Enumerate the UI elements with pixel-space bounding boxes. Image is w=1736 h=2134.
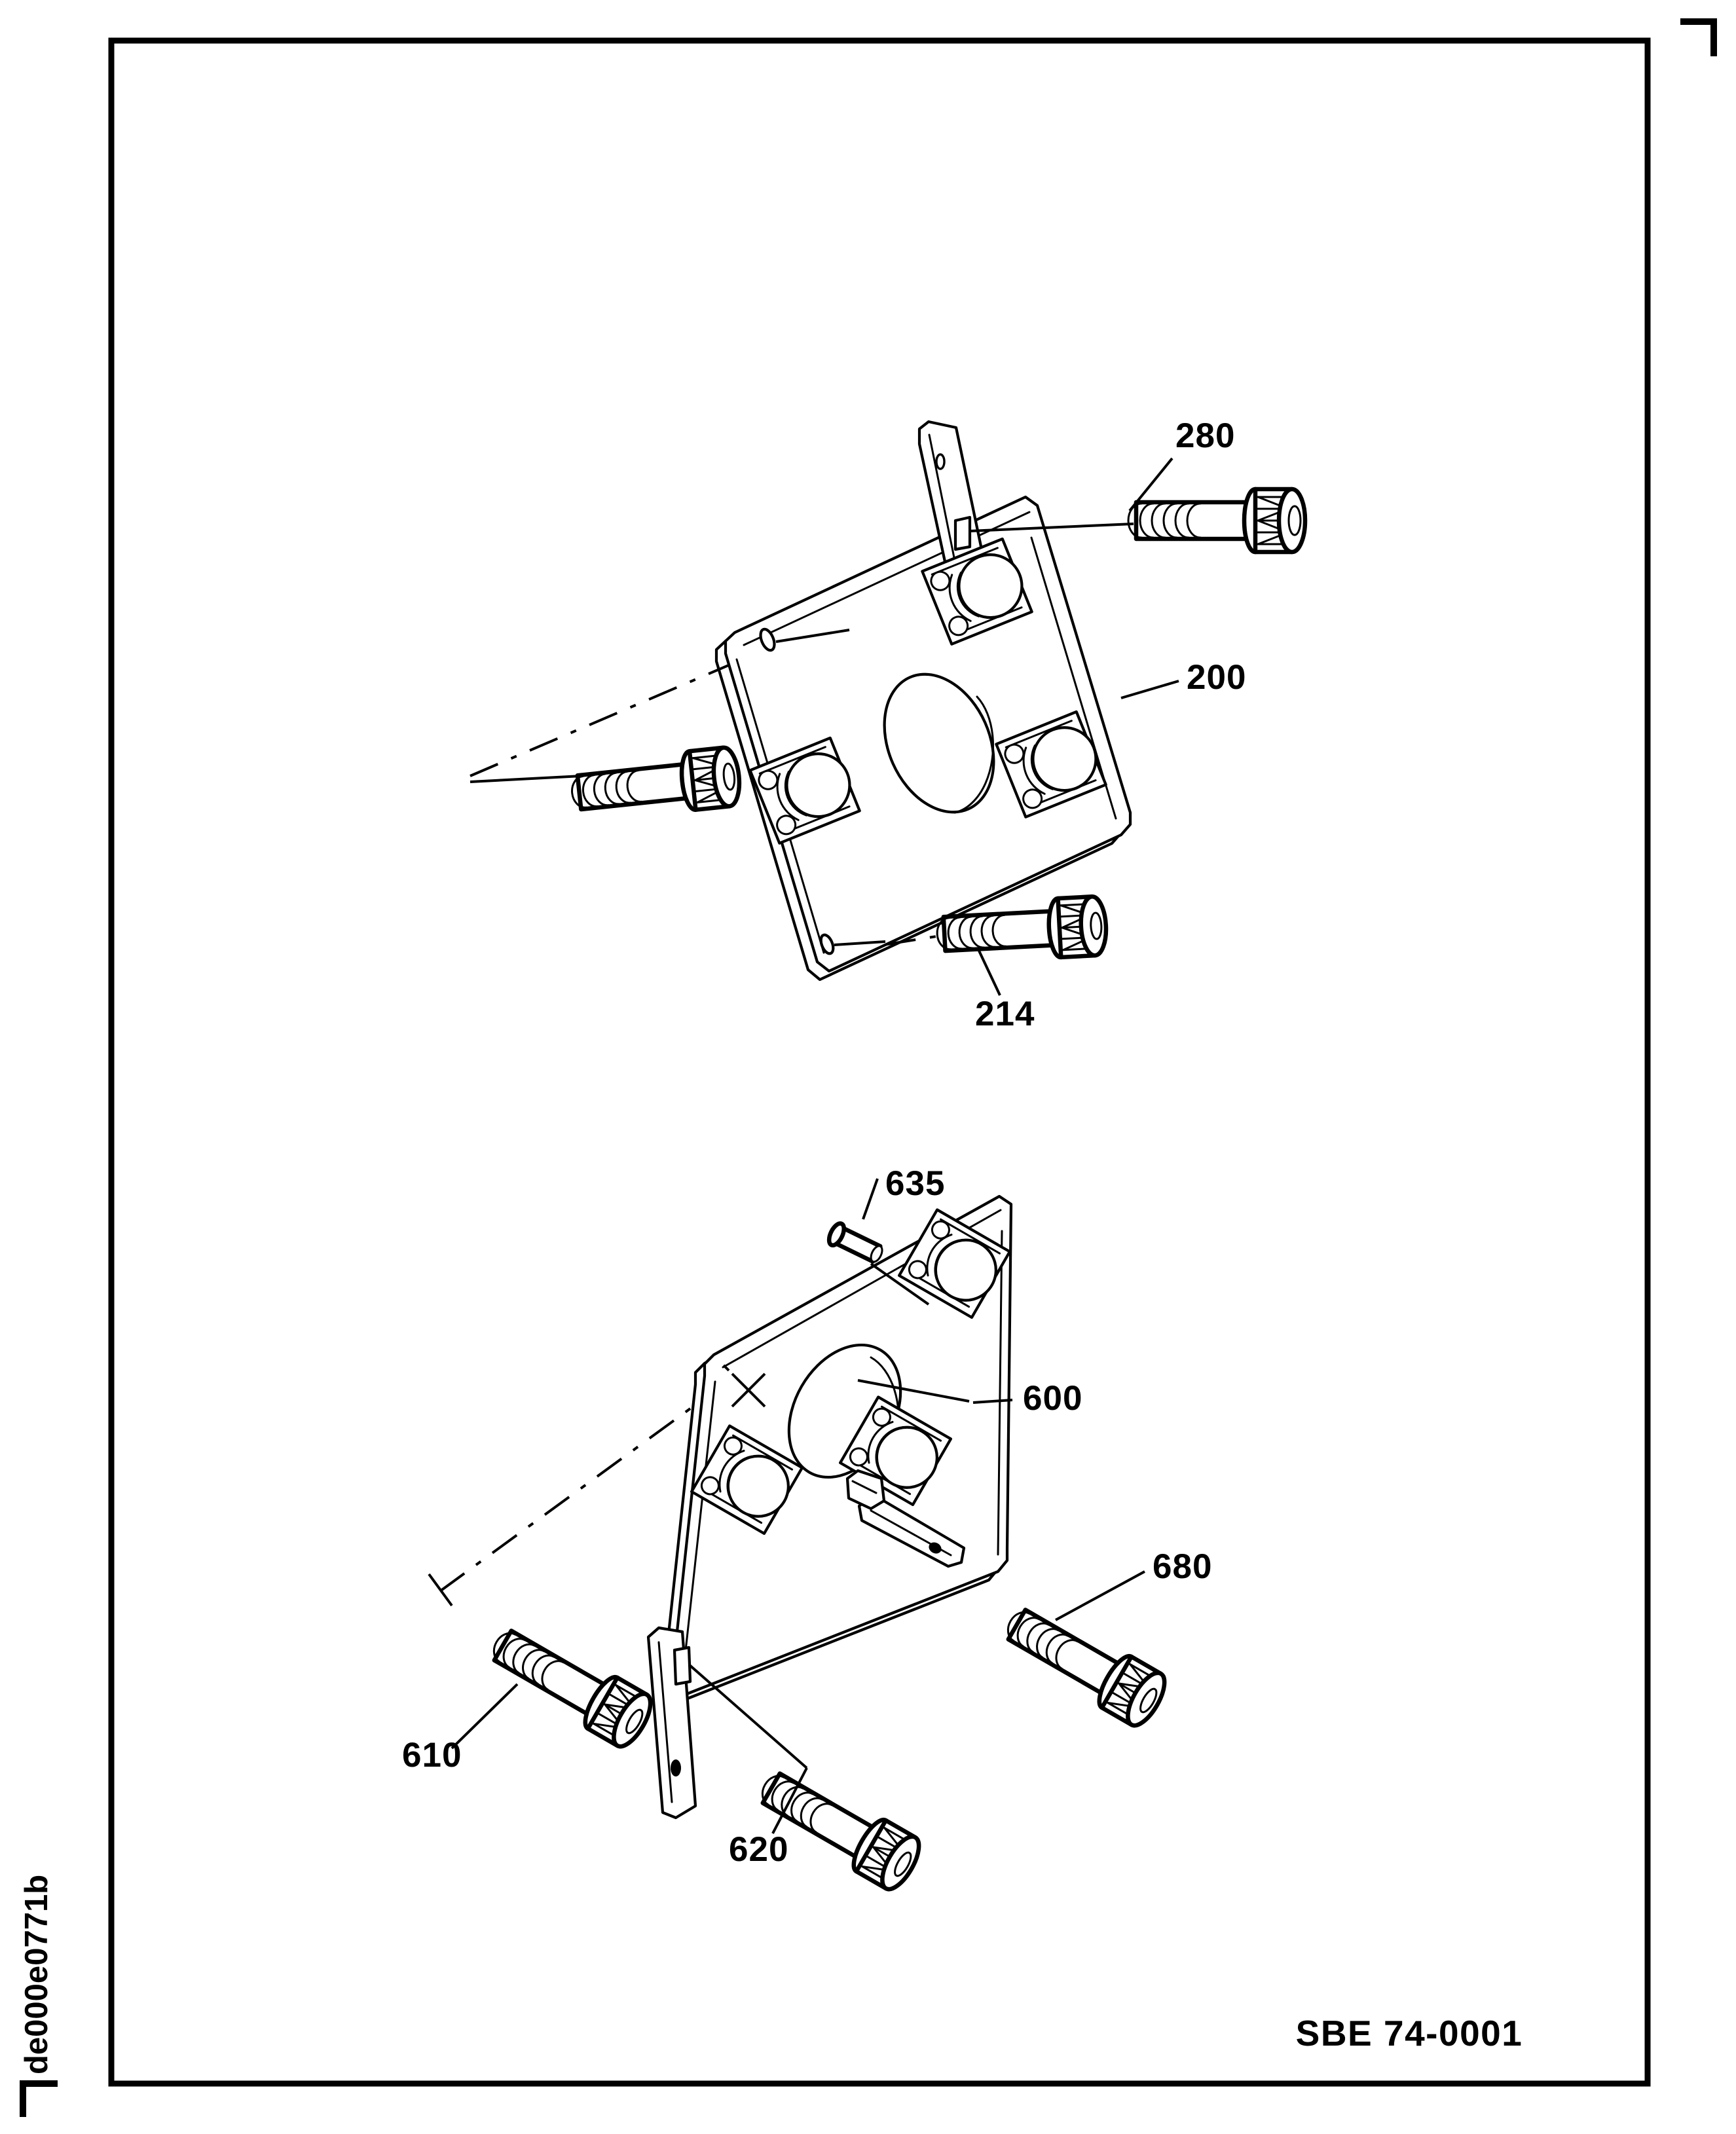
leader-620: [771, 1767, 808, 1834]
leader-610: [451, 1683, 519, 1750]
flange-bolt-280: [1127, 487, 1308, 555]
dowel-pin-635: [826, 1221, 883, 1264]
plate-600-lower-tab: [646, 1626, 697, 1820]
plate-600-boss-left: [690, 1424, 804, 1536]
flange-bolt-upper-left: [571, 745, 742, 812]
bolt-214-threads: [936, 913, 1007, 951]
plate-200-boss-left: [748, 736, 861, 845]
boss-600-left-boltpad-b: [700, 1476, 720, 1496]
flange-bolt-620: [760, 1771, 921, 1892]
mounting-plate-600: [660, 1194, 1013, 1706]
callout-635: 635: [885, 1164, 945, 1203]
upright-tab-notch: [953, 515, 972, 551]
plate-200-bore-wall: [953, 695, 995, 814]
plate-200-hole-lower-left-leader: [834, 940, 886, 946]
boss-600-right-boltpad-b: [849, 1447, 868, 1467]
boss-600-right-boltpad-a: [872, 1407, 891, 1427]
bolt-620-insertion-line: [688, 1663, 808, 1769]
plate-200-center-bore: [883, 672, 995, 814]
plate-600-boss-top: [898, 1208, 1012, 1319]
callout-620: 620: [729, 1830, 788, 1869]
drawing-number: SBE 74-0001: [1296, 2013, 1523, 2053]
lower-tab-edge-line: [657, 1641, 673, 1803]
pin-635-tip: [870, 1245, 883, 1263]
plate-200-hole-upper-left-leader: [775, 629, 850, 643]
upright-tab-hole-upper: [935, 453, 946, 470]
boss-600-left-hub-relief: [726, 1455, 752, 1496]
leader-280: [1128, 457, 1173, 512]
flange-bolt-610: [492, 1628, 653, 1749]
leader-680: [1055, 1570, 1145, 1621]
lower-tab-notch: [673, 1646, 692, 1686]
flange-bolt-214: [936, 894, 1109, 960]
boss-600-top-hub-relief: [934, 1239, 960, 1280]
upper-assembly: [470, 420, 1308, 996]
boss-left-hub: [785, 752, 851, 819]
pin-635-insertion-line: [870, 1262, 930, 1306]
boss-top-hub: [957, 553, 1024, 619]
callout-680: 680: [1153, 1547, 1212, 1586]
boss-right-hub: [1031, 726, 1098, 792]
registration-mark-bottom-left: [20, 2080, 58, 2117]
bolt-214-head-center: [1090, 911, 1103, 940]
pin-635-head: [826, 1221, 846, 1247]
bolt-610-threads: [492, 1632, 564, 1691]
plate-200-boss-top: [921, 537, 1033, 646]
callout-labels: 280 200 214 635 600 680 610 620: [402, 416, 1246, 1869]
boss-right-boltpad-a: [1004, 743, 1025, 764]
plate-200-hole-lower-left: [819, 933, 835, 955]
bolt-610-head-center: [625, 1708, 644, 1735]
callout-214: 214: [975, 995, 1035, 1033]
bolt-620-head-center: [894, 1851, 912, 1877]
boss-left-hub-relief: [784, 770, 807, 817]
plate-200-top-relief-line: [743, 511, 1031, 646]
plate-600-right-relief-line: [997, 1230, 1003, 1556]
bolt-upper-left-insertion-line: [470, 775, 582, 783]
lower-assembly: [428, 1178, 1167, 1892]
boss-top-boltpad-a: [930, 570, 951, 591]
bolt-280-head-center: [1287, 505, 1302, 536]
bolt-680-threads: [1007, 1611, 1079, 1670]
callout-610: 610: [402, 1736, 462, 1775]
leader-600: [972, 1399, 1013, 1404]
boss-right-hub-relief: [1030, 744, 1054, 790]
plate-600-locating-mark: [722, 1364, 766, 1408]
boss-top-boltpad-b: [948, 616, 969, 636]
callout-600: 600: [1023, 1379, 1082, 1418]
mounting-plate-200: [714, 495, 1132, 982]
axis-tick-lower: [428, 1573, 453, 1607]
plate-200-boss-right: [995, 710, 1107, 819]
sheet-border: [108, 37, 1651, 2087]
bolt-680-head-center: [1139, 1687, 1158, 1714]
plate-600-bracket-arm: [845, 1469, 966, 1568]
boss-600-left-boltpad-a: [723, 1436, 743, 1456]
leader-214: [978, 950, 1001, 996]
boss-right-boltpad-b: [1022, 788, 1043, 809]
bolt-280-insertion-line: [969, 523, 1134, 532]
boss-600-top-boltpad-b: [908, 1260, 927, 1279]
sheet-side-code: de000e0771b: [19, 1875, 54, 2074]
bolt-ul-threads: [571, 769, 643, 809]
bolt-280-threads: [1127, 502, 1202, 539]
boss-600-right-hub-relief: [875, 1426, 901, 1467]
callout-200: 200: [1187, 658, 1246, 697]
bracket-arm-hole: [929, 1542, 942, 1554]
plate-200-hole-upper-left: [759, 627, 776, 652]
boss-top-hub-relief: [956, 571, 980, 617]
flange-bolt-680: [1006, 1608, 1167, 1728]
boss-600-top-boltpad-a: [931, 1220, 950, 1240]
bolt-ul-head-center: [722, 762, 736, 791]
callout-280: 280: [1175, 416, 1235, 455]
boss-left-boltpad-a: [758, 769, 779, 790]
leader-200: [1120, 680, 1179, 699]
leader-600-inner: [857, 1379, 970, 1403]
bracket-arm-knuckle: [845, 1469, 886, 1511]
registration-mark-top-right: [1680, 18, 1717, 56]
lower-tab-hole: [671, 1759, 681, 1776]
plate-600-left-relief-line: [681, 1380, 716, 1682]
boss-left-boltpad-b: [776, 815, 797, 836]
bracket-arm-knuckle-line: [851, 1480, 877, 1494]
leader-635: [862, 1178, 879, 1220]
